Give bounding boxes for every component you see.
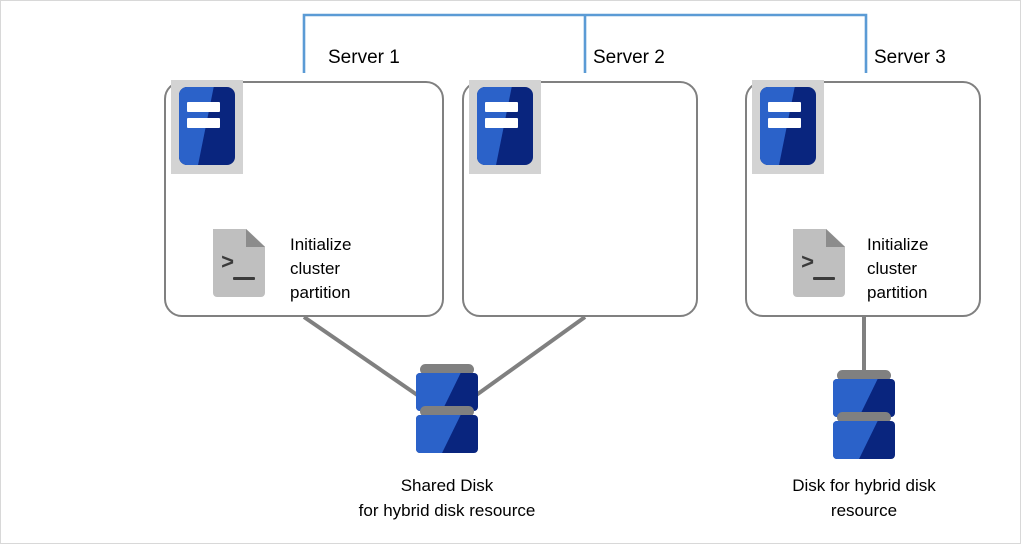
server-icon-slot-bar (484, 101, 519, 112)
disk-slab (833, 421, 895, 459)
script-cursor-glyph (233, 277, 255, 280)
server-icon-slot-bar (767, 118, 802, 129)
disk-slab (416, 415, 478, 453)
shared-disk-caption: Shared Disk for hybrid disk resource (358, 476, 536, 520)
disk-slab-sheen (833, 421, 878, 459)
script-prompt-glyph: > (221, 251, 235, 276)
task-label-3: Initialize cluster partition (867, 235, 929, 303)
script-prompt-glyph: > (801, 251, 815, 276)
server-group-label-3: Server 3 (874, 47, 946, 68)
disk-plate (420, 406, 474, 417)
server-group-label-1: Server 1 (328, 47, 400, 68)
server-icon-3 (752, 80, 824, 174)
disk-slab (833, 379, 895, 417)
script-console-icon-3: > (793, 229, 845, 297)
script-console-icon-1: > (213, 229, 265, 297)
server-chassis (760, 87, 816, 165)
disk-plate (420, 364, 474, 375)
server-group-label-2: Server 2 (593, 47, 665, 68)
server-chassis (477, 87, 533, 165)
interconnect-bracket (302, 13, 868, 73)
server-icon-slot-bar (484, 118, 519, 129)
disk-plate (837, 412, 891, 423)
server-icon-slot-bar (186, 118, 221, 129)
disk-slab (416, 373, 478, 411)
script-cursor-glyph (813, 277, 835, 280)
connector-server2-shared-disk (466, 315, 587, 403)
server-icon-slot-bar (186, 101, 221, 112)
disk-stack-icon-server3[interactable] (833, 370, 895, 465)
disk-plate (837, 370, 891, 381)
server3-disk-caption: Disk for hybrid disk resource (792, 476, 936, 520)
connector-server1-shared-disk (302, 315, 428, 403)
server-icon-slot-bar (767, 101, 802, 112)
disk-slab-sheen (416, 415, 461, 453)
server-chassis (179, 87, 235, 165)
disk-stack-icon-shared[interactable] (416, 364, 478, 459)
server-icon-2 (469, 80, 541, 174)
server-box-2[interactable] (462, 81, 698, 317)
server-icon-1 (171, 80, 243, 174)
task-label-1: Initialize cluster partition (290, 235, 352, 303)
